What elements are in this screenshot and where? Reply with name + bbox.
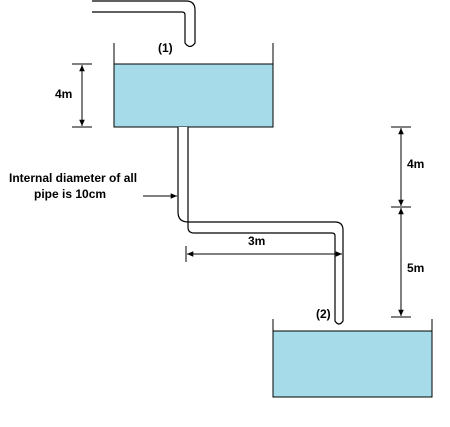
tank1-depth-label: 4m (55, 87, 72, 101)
lower-rise-label: 5m (407, 261, 424, 275)
tank1-depth-dimension: 4m (55, 63, 92, 128)
pipe-diameter-note: Internal diameter of all pipe is 10cm (9, 171, 177, 201)
lower-tank-walls (272, 319, 433, 398)
pipe-note-line1: Internal diameter of all (9, 171, 137, 185)
elevation-dimensions: 4m 5m (391, 126, 424, 318)
lower-tank (272, 319, 433, 398)
upper-tank (113, 43, 274, 128)
connecting-pipe (177, 127, 344, 325)
tank2-point-label: (2) (316, 307, 331, 321)
upper-tank-walls (113, 43, 274, 128)
pipe-note-line2: pipe is 10cm (34, 187, 106, 201)
horizontal-run-dimension: 3m (185, 234, 344, 262)
upper-rise-label: 4m (407, 157, 424, 171)
upper-tank-water (114, 64, 273, 127)
tank1-point-label: (1) (158, 41, 173, 55)
horizontal-run-label: 3m (248, 234, 265, 248)
lower-tank-water (273, 331, 432, 397)
inlet-pipe (92, 0, 196, 48)
